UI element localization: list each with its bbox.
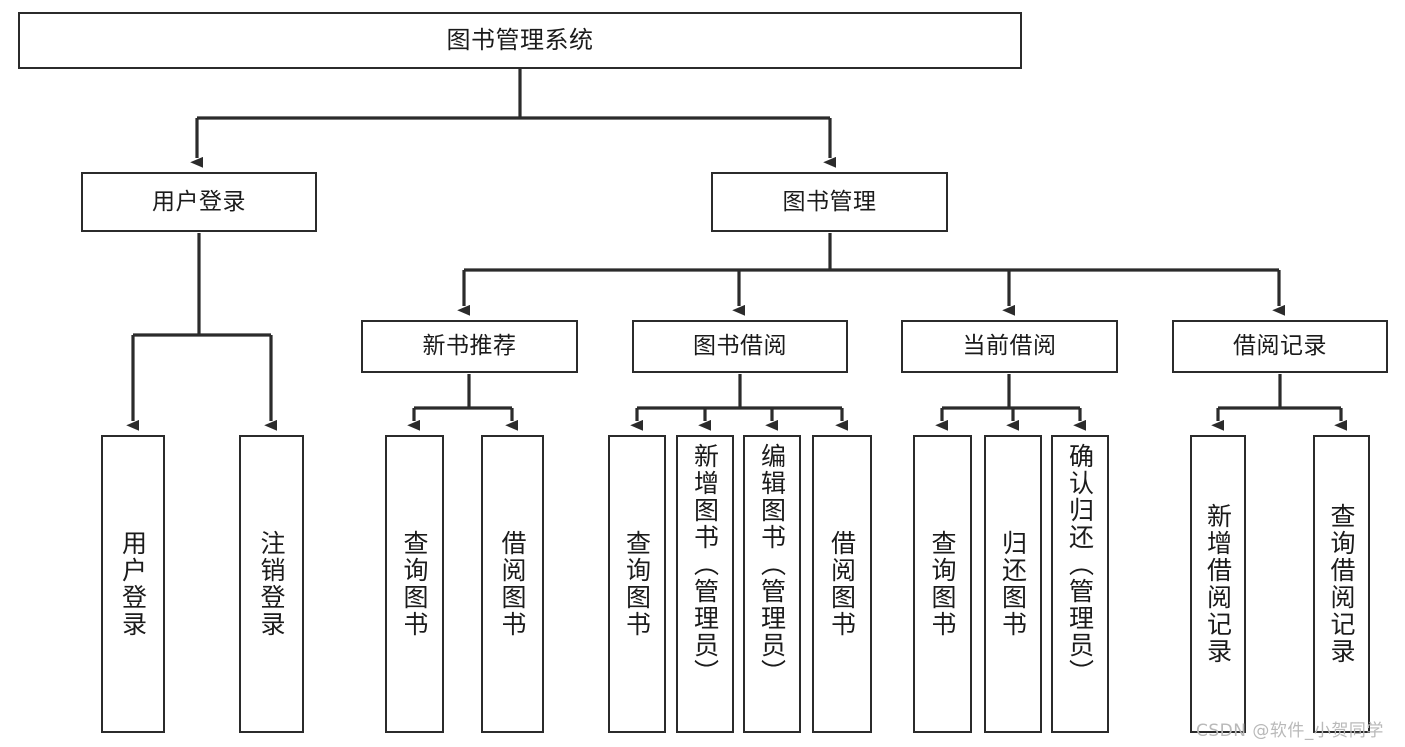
node-label: 图书借阅 xyxy=(693,333,787,360)
node-leaf-add-borrow-record[interactable]: 新增借阅记录 xyxy=(1190,435,1246,733)
node-label: 借阅记录 xyxy=(1233,333,1327,360)
node-label: 图书管理系统 xyxy=(446,25,594,54)
node-label: 新增图书（管理员） xyxy=(690,443,720,686)
node-user-login[interactable]: 用户登录 xyxy=(81,172,317,232)
node-label: 用户登录 xyxy=(118,530,148,638)
node-label: 注销登录 xyxy=(257,530,286,638)
node-label: 归还图书 xyxy=(998,530,1028,638)
node-leaf-query-borrow-record[interactable]: 查询借阅记录 xyxy=(1313,435,1370,733)
node-leaf-borrow-book-recommend[interactable]: 借阅图书 xyxy=(481,435,544,733)
node-leaf-return-book[interactable]: 归还图书 xyxy=(984,435,1042,733)
node-leaf-query-book-borrow[interactable]: 查询图书 xyxy=(608,435,666,733)
node-label: 图书管理 xyxy=(782,188,877,215)
node-current-borrow[interactable]: 当前借阅 xyxy=(901,320,1118,373)
node-leaf-edit-book-admin[interactable]: 编辑图书（管理员） xyxy=(743,435,801,733)
node-label: 新增借阅记录 xyxy=(1203,503,1233,665)
csdn-watermark: CSDN @软件_小贺同学 xyxy=(1196,721,1384,741)
node-leaf-confirm-return-admin[interactable]: 确认归还（管理员） xyxy=(1051,435,1109,733)
node-label: 当前借阅 xyxy=(962,333,1057,360)
node-new-book-recommend[interactable]: 新书推荐 xyxy=(361,320,578,373)
node-label: 查询图书 xyxy=(400,530,429,638)
node-leaf-query-book-current[interactable]: 查询图书 xyxy=(913,435,972,733)
node-leaf-borrow-book[interactable]: 借阅图书 xyxy=(812,435,872,733)
node-leaf-user-login[interactable]: 用户登录 xyxy=(101,435,165,733)
node-leaf-query-book-recommend[interactable]: 查询图书 xyxy=(385,435,444,733)
node-book-management-system[interactable]: 图书管理系统 xyxy=(18,12,1022,69)
node-book-borrow[interactable]: 图书借阅 xyxy=(632,320,848,373)
node-label: 借阅图书 xyxy=(498,530,527,638)
node-borrow-records[interactable]: 借阅记录 xyxy=(1172,320,1388,373)
node-label: 确认归还（管理员） xyxy=(1065,443,1095,686)
node-label: 查询借阅记录 xyxy=(1327,503,1356,665)
node-leaf-add-book-admin[interactable]: 新增图书（管理员） xyxy=(676,435,734,733)
node-book-management[interactable]: 图书管理 xyxy=(711,172,948,232)
node-label: 查询图书 xyxy=(622,530,652,638)
node-label: 用户登录 xyxy=(152,188,246,215)
node-label: 新书推荐 xyxy=(422,333,517,360)
node-label: 编辑图书（管理员） xyxy=(757,443,787,686)
node-label: 查询图书 xyxy=(928,530,957,638)
node-label: 借阅图书 xyxy=(827,530,857,638)
node-leaf-user-logout[interactable]: 注销登录 xyxy=(239,435,304,733)
